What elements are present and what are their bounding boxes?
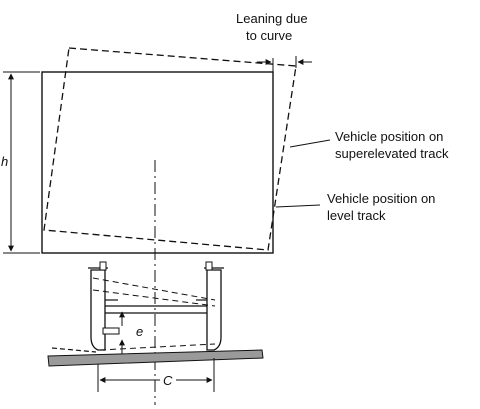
superelevated-rail [47,349,264,367]
level-label-line1: Vehicle position on [327,191,435,206]
level-label-line2: level track [327,208,386,223]
leaning-label-line2: to curve [246,28,292,43]
level-leader [275,204,321,208]
eccentricity-label: e [136,324,143,339]
wheelset [51,261,224,353]
vehicle-body-superelevated [43,47,297,251]
superelevated-label-line1: Vehicle position on [335,129,443,144]
gauge-dimension [97,358,215,392]
superelevated-label-line2: superelevated track [335,146,449,161]
leaning-label-line1: Leaning due [236,11,308,26]
leaning-dimension [257,56,312,72]
height-dimension [3,71,40,254]
height-label: h [1,154,8,169]
gauge-label: C [163,373,173,388]
vehicle-body-level [41,71,274,254]
superelevated-leader [289,139,331,148]
